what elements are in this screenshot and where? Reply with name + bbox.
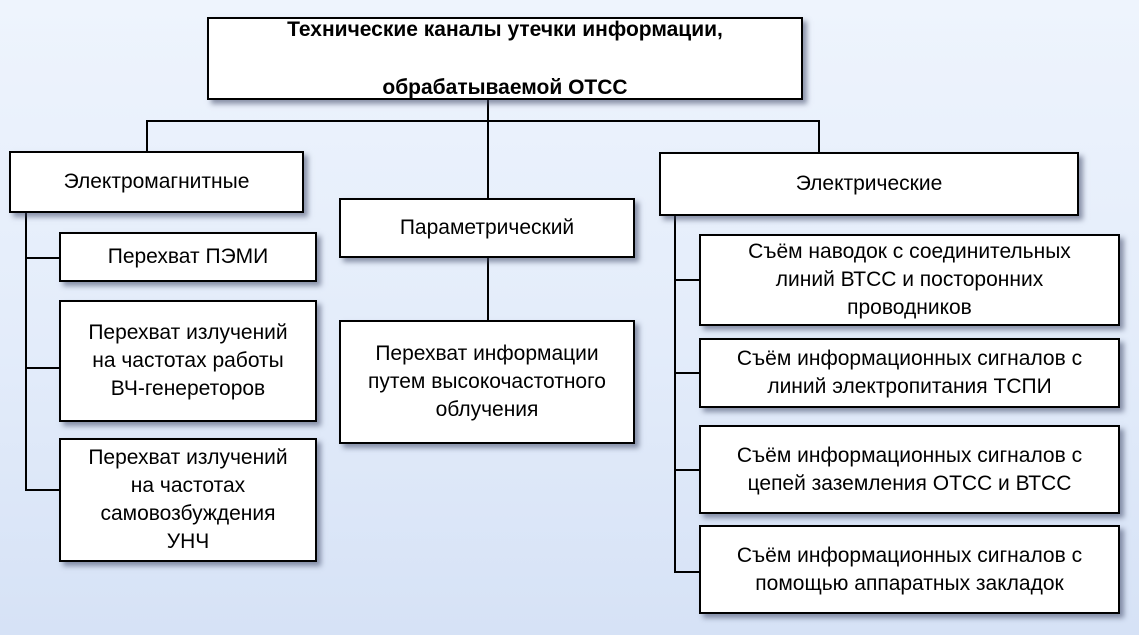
parametric-item: Перехват информации путем высокочастотно…: [339, 320, 635, 444]
electric-item: Съём информационных сигналов с линий эле…: [699, 338, 1120, 408]
electromagnetic-item: Перехват излучений на частотах самовозбу…: [59, 438, 317, 562]
category-electric: Электрические: [659, 152, 1079, 216]
root-node: Технические каналы утечки информации, об…: [207, 17, 803, 100]
electric-item: Съём информационных сигналов с цепей заз…: [699, 425, 1120, 514]
electromagnetic-item: Перехват излучений на частотах работы ВЧ…: [59, 300, 317, 422]
root-title-line-1: Технические каналы утечки информации,: [287, 18, 723, 41]
electric-item: Съём информационных сигналов с помощью а…: [699, 525, 1120, 614]
category-electromagnetic: Электромагнитные: [9, 151, 304, 213]
electric-item: Съём наводок с соединительных линий ВТСС…: [699, 234, 1120, 326]
electromagnetic-item: Перехват ПЭМИ: [59, 232, 317, 282]
root-title-line-2: обрабатываемой ОТСС: [382, 76, 628, 99]
category-parametric: Параметрический: [339, 198, 635, 258]
